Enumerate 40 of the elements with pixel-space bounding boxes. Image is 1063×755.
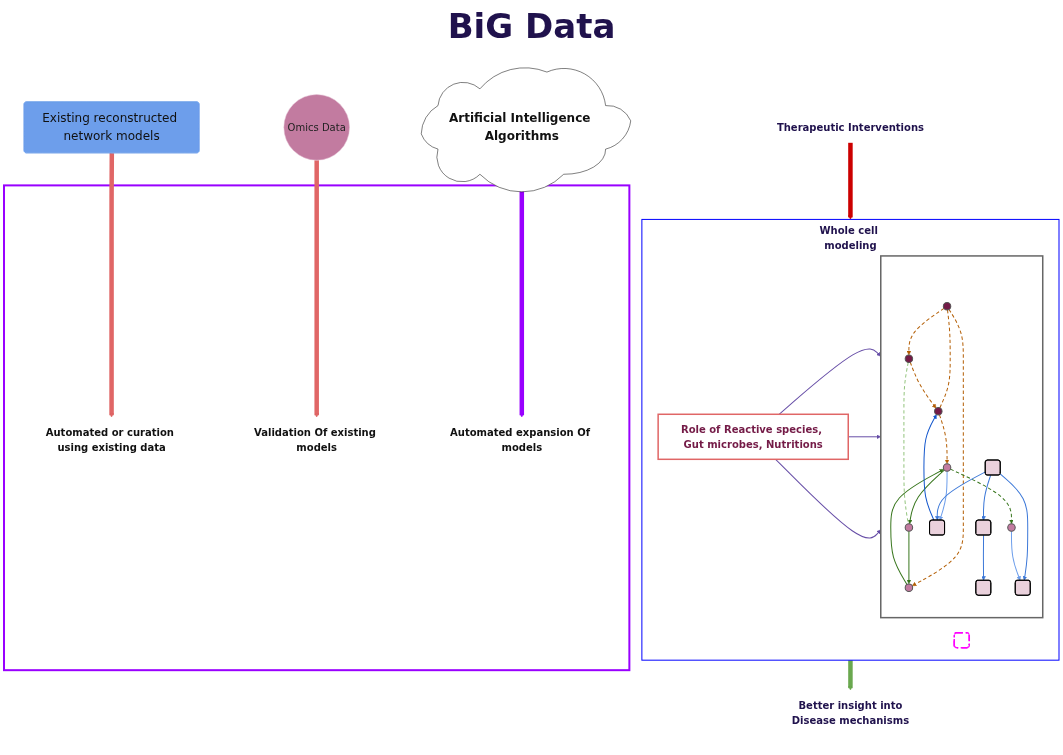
connector [939,309,951,409]
connector [903,361,909,525]
arrow [909,361,937,409]
arrow [935,471,986,521]
node-text: Automated or curation using existing data [45,426,174,454]
arrow [981,474,992,521]
arrow [999,473,1029,581]
diagram-title: BiG Data [447,6,616,46]
cluster [3,184,631,672]
arrow [890,469,944,585]
node-circle [904,354,914,363]
node-circle [1007,523,1016,532]
node-box: Role of Reactive species, Gut microbes, Nutritions [657,413,849,461]
arrow [923,414,937,521]
arrow [778,348,881,415]
arrow [949,468,1014,525]
arrow [981,534,986,581]
arrow [848,659,853,691]
node-circle [942,301,952,311]
arrow [912,308,964,586]
arrow [908,469,945,525]
arrow [938,470,948,521]
node-text: Therapeutic Interventions [776,121,924,134]
node-circle [942,463,952,472]
node-circle [904,583,914,592]
arrow [906,307,945,356]
arrow [848,142,853,220]
node-text: Automated expansion Of models [450,426,591,454]
node-text: Validation Of existing models [254,426,376,454]
node-circle [934,407,943,416]
node-circle [904,523,914,532]
arrow [906,530,912,585]
arrow [939,414,950,464]
cluster [880,255,1044,619]
node-text: Better insight into Disease mechanisms [791,699,910,727]
node-circle: Omics Data [283,94,350,161]
arrow [109,153,115,418]
arrow [775,458,881,539]
arrow [314,160,319,418]
arrow [1010,530,1021,581]
